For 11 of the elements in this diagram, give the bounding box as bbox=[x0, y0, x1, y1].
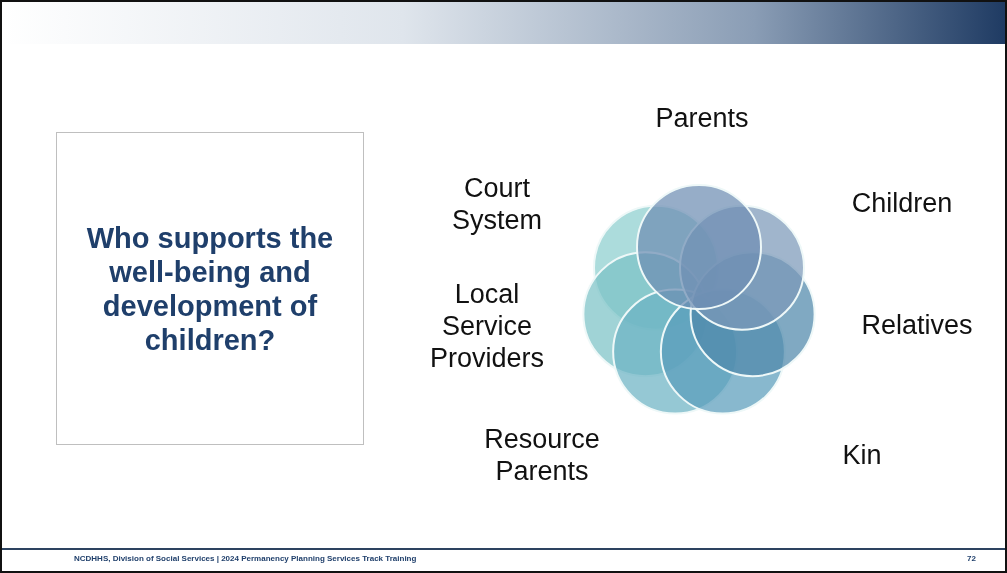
question-text: Who supports the well-being and development of children? bbox=[85, 220, 335, 357]
circle-label: Relatives bbox=[860, 309, 974, 341]
page-number: 72 bbox=[967, 554, 976, 563]
circle-label: Kin bbox=[841, 439, 883, 471]
footer-text: NCDHHS, Division of Social Services | 2024 Permanency Planning Services Track Training bbox=[74, 554, 417, 563]
circle-label: Parents bbox=[654, 102, 750, 134]
question-box bbox=[56, 132, 364, 445]
circle-label: Children bbox=[850, 187, 954, 219]
circle-label: Court System bbox=[451, 172, 543, 236]
circle-label: Local Service Providers bbox=[428, 278, 545, 374]
circle-label: Resource Parents bbox=[483, 423, 601, 487]
